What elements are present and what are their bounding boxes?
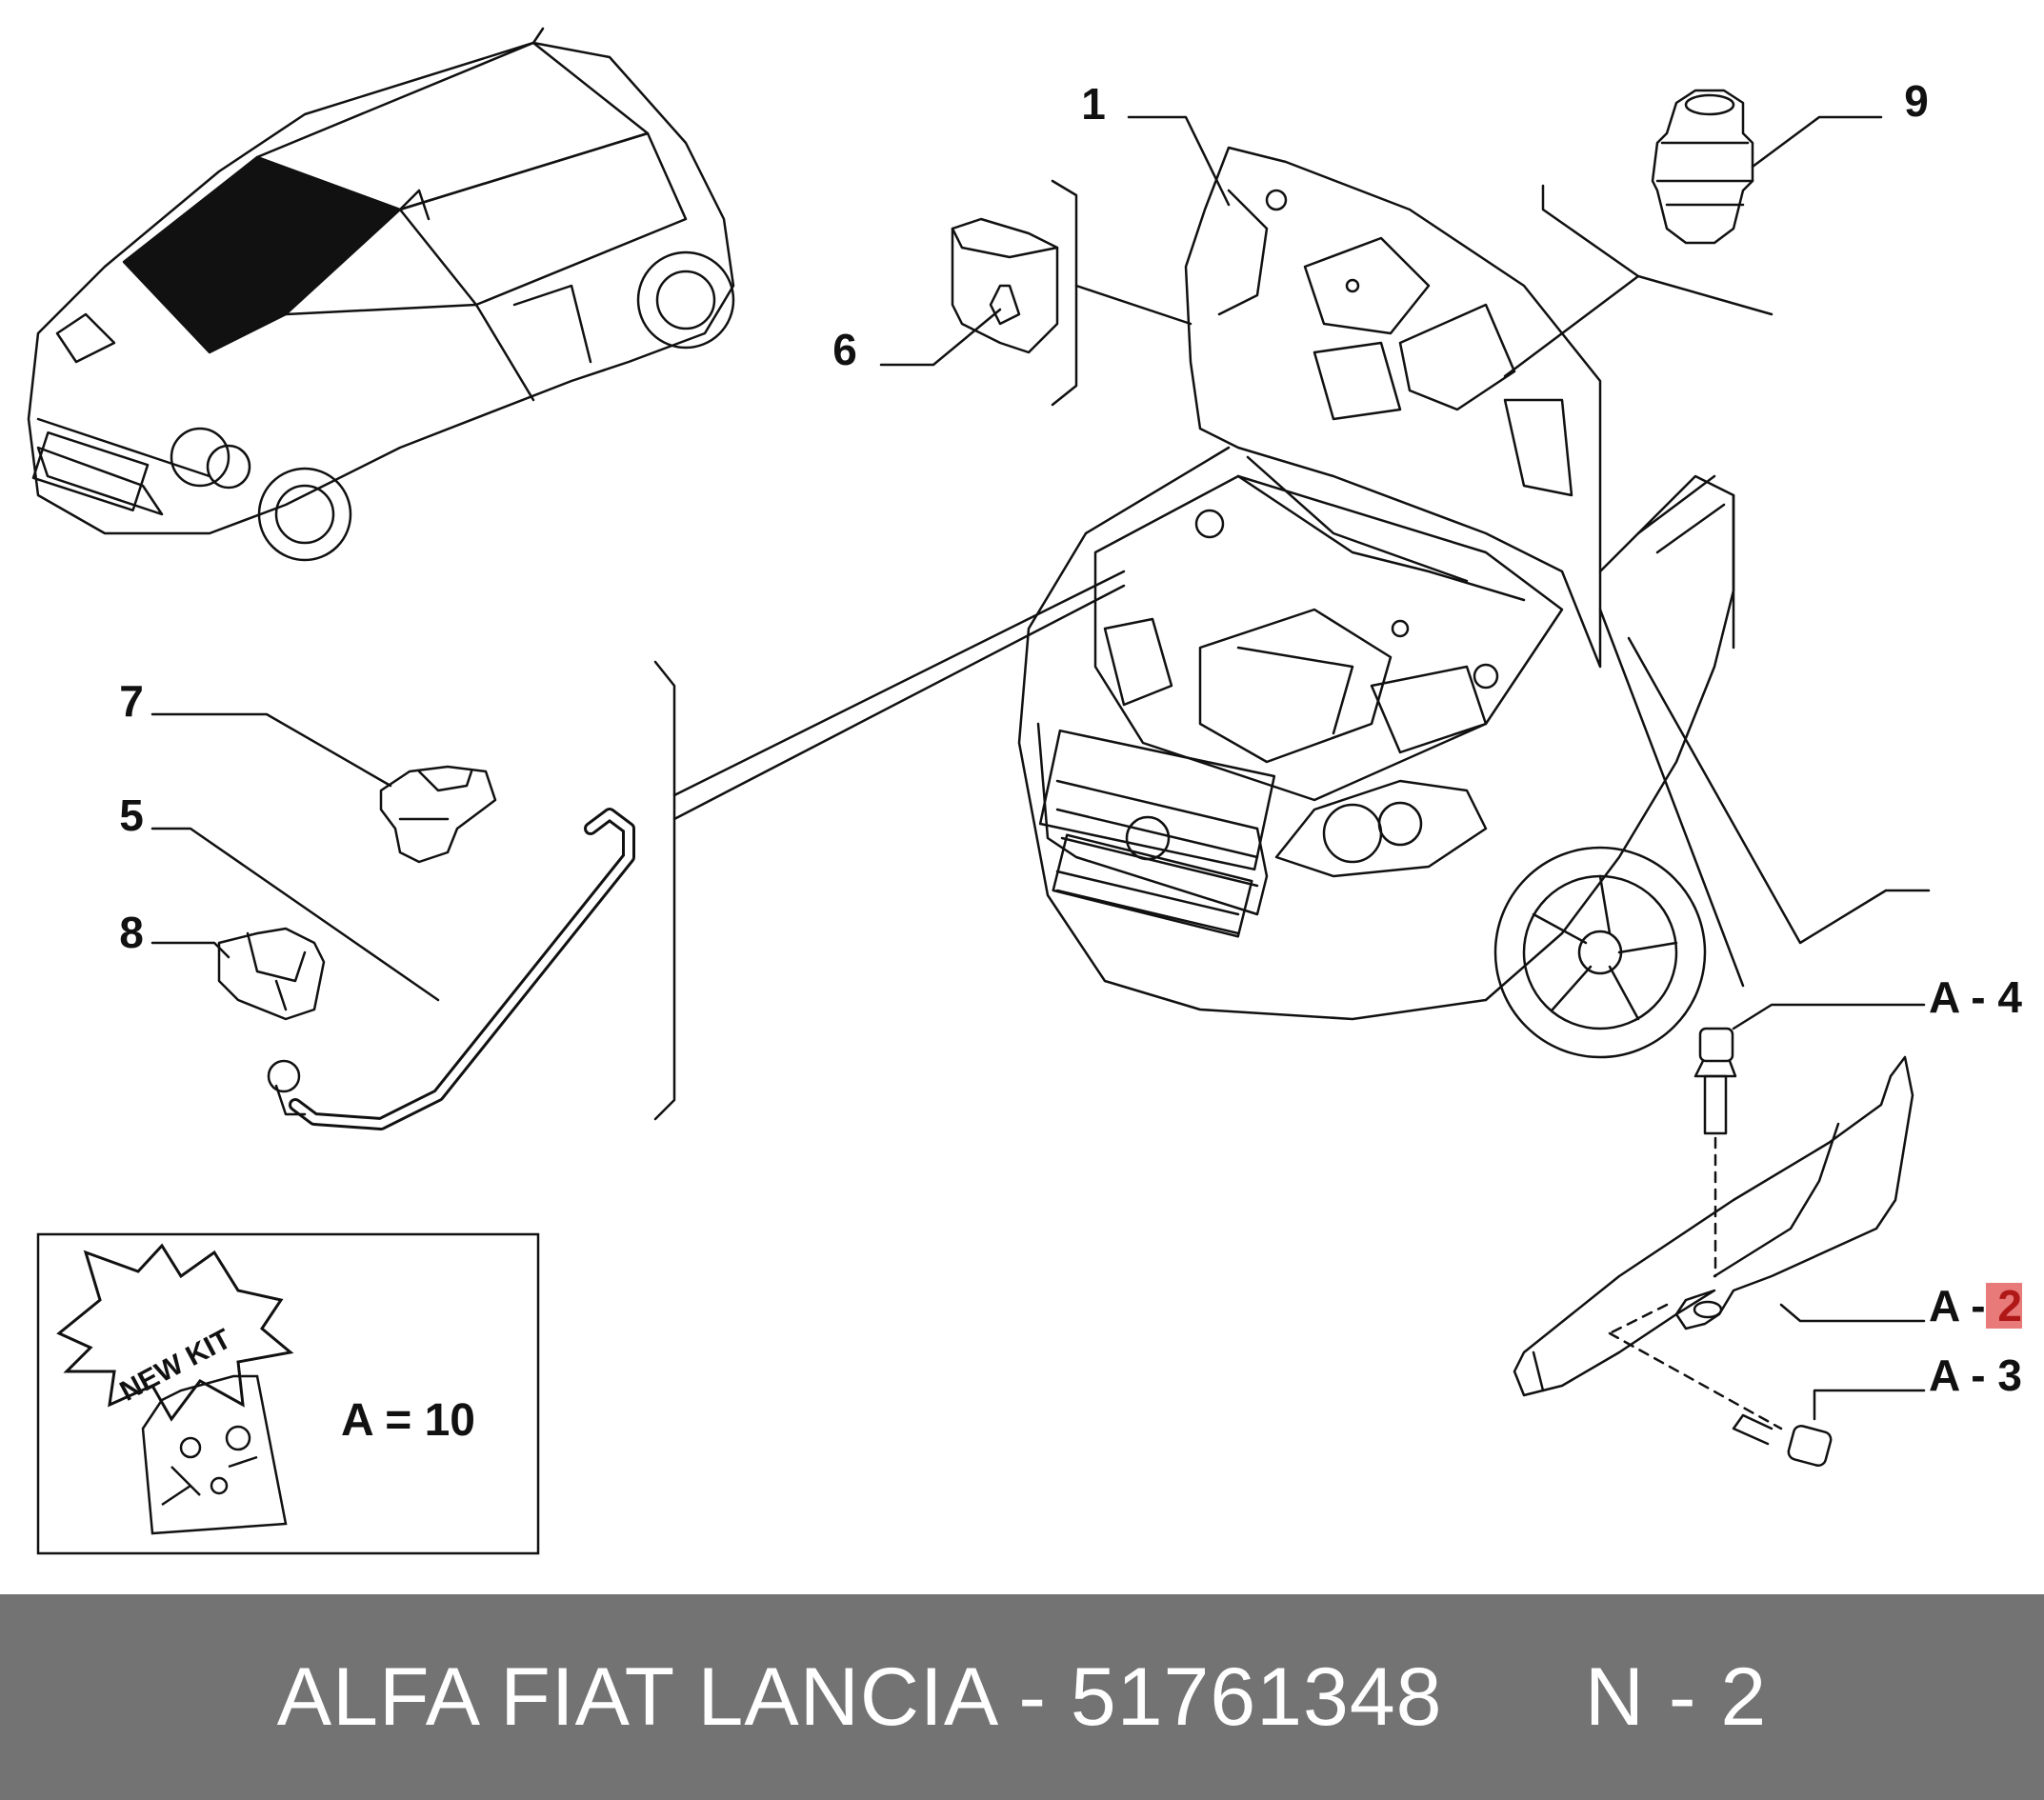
kit-box: NEW KIT A = 10 <box>36 1232 540 1555</box>
car-overview-illustration <box>27 27 735 562</box>
kit-equation: A = 10 <box>341 1395 475 1446</box>
part-7-clip <box>379 765 497 864</box>
parts-diagram: 1 9 6 7 5 8 A - 4 A - 2 A - 3 NEW KIT A … <box>27 27 2022 1555</box>
footer-banner: ALFA FIAT LANCIA - 51761348 N - 2 <box>0 1594 2044 1800</box>
callout-a2-number: 2 <box>1997 1281 2022 1330</box>
callout-6: 6 <box>832 325 857 374</box>
part-8-clip <box>217 927 326 1021</box>
callout-a2: A - 2 <box>1929 1281 2022 1330</box>
hood-hinge-illustration <box>1513 1027 1914 1468</box>
callout-5: 5 <box>119 790 144 840</box>
callout-7: 7 <box>119 676 144 726</box>
callout-a3: A - 3 <box>1929 1350 2022 1400</box>
new-kit-burst-icon <box>56 1243 294 1422</box>
callout-9: 9 <box>1904 76 1929 126</box>
part-9-buffer <box>1651 89 1754 245</box>
part-number-caption: ALFA FIAT LANCIA - 51761348 N - 2 <box>276 1650 1768 1743</box>
callout-a4: A - 4 <box>1929 972 2022 1022</box>
part-6-bump-stop <box>951 217 1059 354</box>
kit-bag-icon <box>141 1374 288 1535</box>
callout-8: 8 <box>119 908 144 957</box>
callout-a2-prefix: A - <box>1929 1281 1997 1330</box>
car-open-hood-illustration <box>1017 146 1735 1059</box>
callout-1: 1 <box>1081 79 1106 129</box>
callout-a2-highlight <box>1986 1283 2022 1329</box>
new-kit-label: NEW KIT <box>115 1323 236 1408</box>
part-5-prop-rod <box>267 808 635 1130</box>
